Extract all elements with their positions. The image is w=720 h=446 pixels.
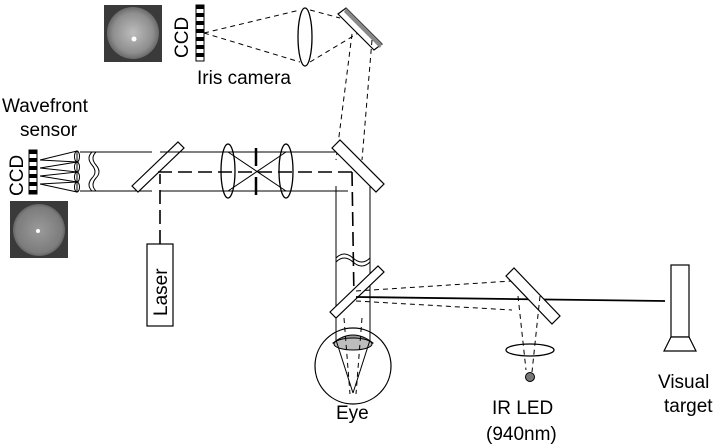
relay-lens-1 xyxy=(220,143,236,199)
eye-label: Eye xyxy=(336,403,369,424)
svg-text:(940nm): (940nm) xyxy=(486,424,557,445)
iris-camera-assembly: CCD Iris camera xyxy=(104,4,383,89)
wavefront-sensor-label-line1: Wavefront xyxy=(2,96,89,117)
svg-text:Visual: Visual xyxy=(658,372,709,393)
iris-camera-lens xyxy=(297,7,313,67)
fixation-line xyxy=(355,296,666,302)
wavefront-sensor-assembly: Wavefront sensor CCD xyxy=(2,96,89,258)
beamsplitter-eye xyxy=(329,265,385,319)
fold-mirror-2 xyxy=(331,139,385,193)
wavefront-ccd-detector xyxy=(28,149,38,195)
eye xyxy=(314,317,392,405)
visual-target xyxy=(663,264,697,352)
beamsplitter-1 xyxy=(131,141,185,193)
iris-ccd-detector xyxy=(195,4,205,62)
laser-label: Laser xyxy=(151,268,172,316)
ir-beamsplitter xyxy=(505,267,561,325)
ir-led-label: IR LED (940nm) xyxy=(486,398,557,445)
ir-led-lens xyxy=(505,343,555,357)
relay-lens-2 xyxy=(278,143,294,199)
iris-camera-label: Iris camera xyxy=(197,68,291,89)
svg-text:target: target xyxy=(664,396,713,417)
iris-fold-mirror xyxy=(337,7,383,51)
ir-led xyxy=(525,372,535,382)
visual-target-label: Visual target xyxy=(658,372,713,417)
lenslet-array xyxy=(39,150,80,193)
ccd-left-label: CCD xyxy=(7,155,28,196)
ccd-top-label: CCD xyxy=(172,17,193,58)
wavefront-sensor-label-line2: sensor xyxy=(20,120,78,141)
laser-source: Laser xyxy=(146,243,174,327)
svg-text:IR LED: IR LED xyxy=(492,398,553,419)
